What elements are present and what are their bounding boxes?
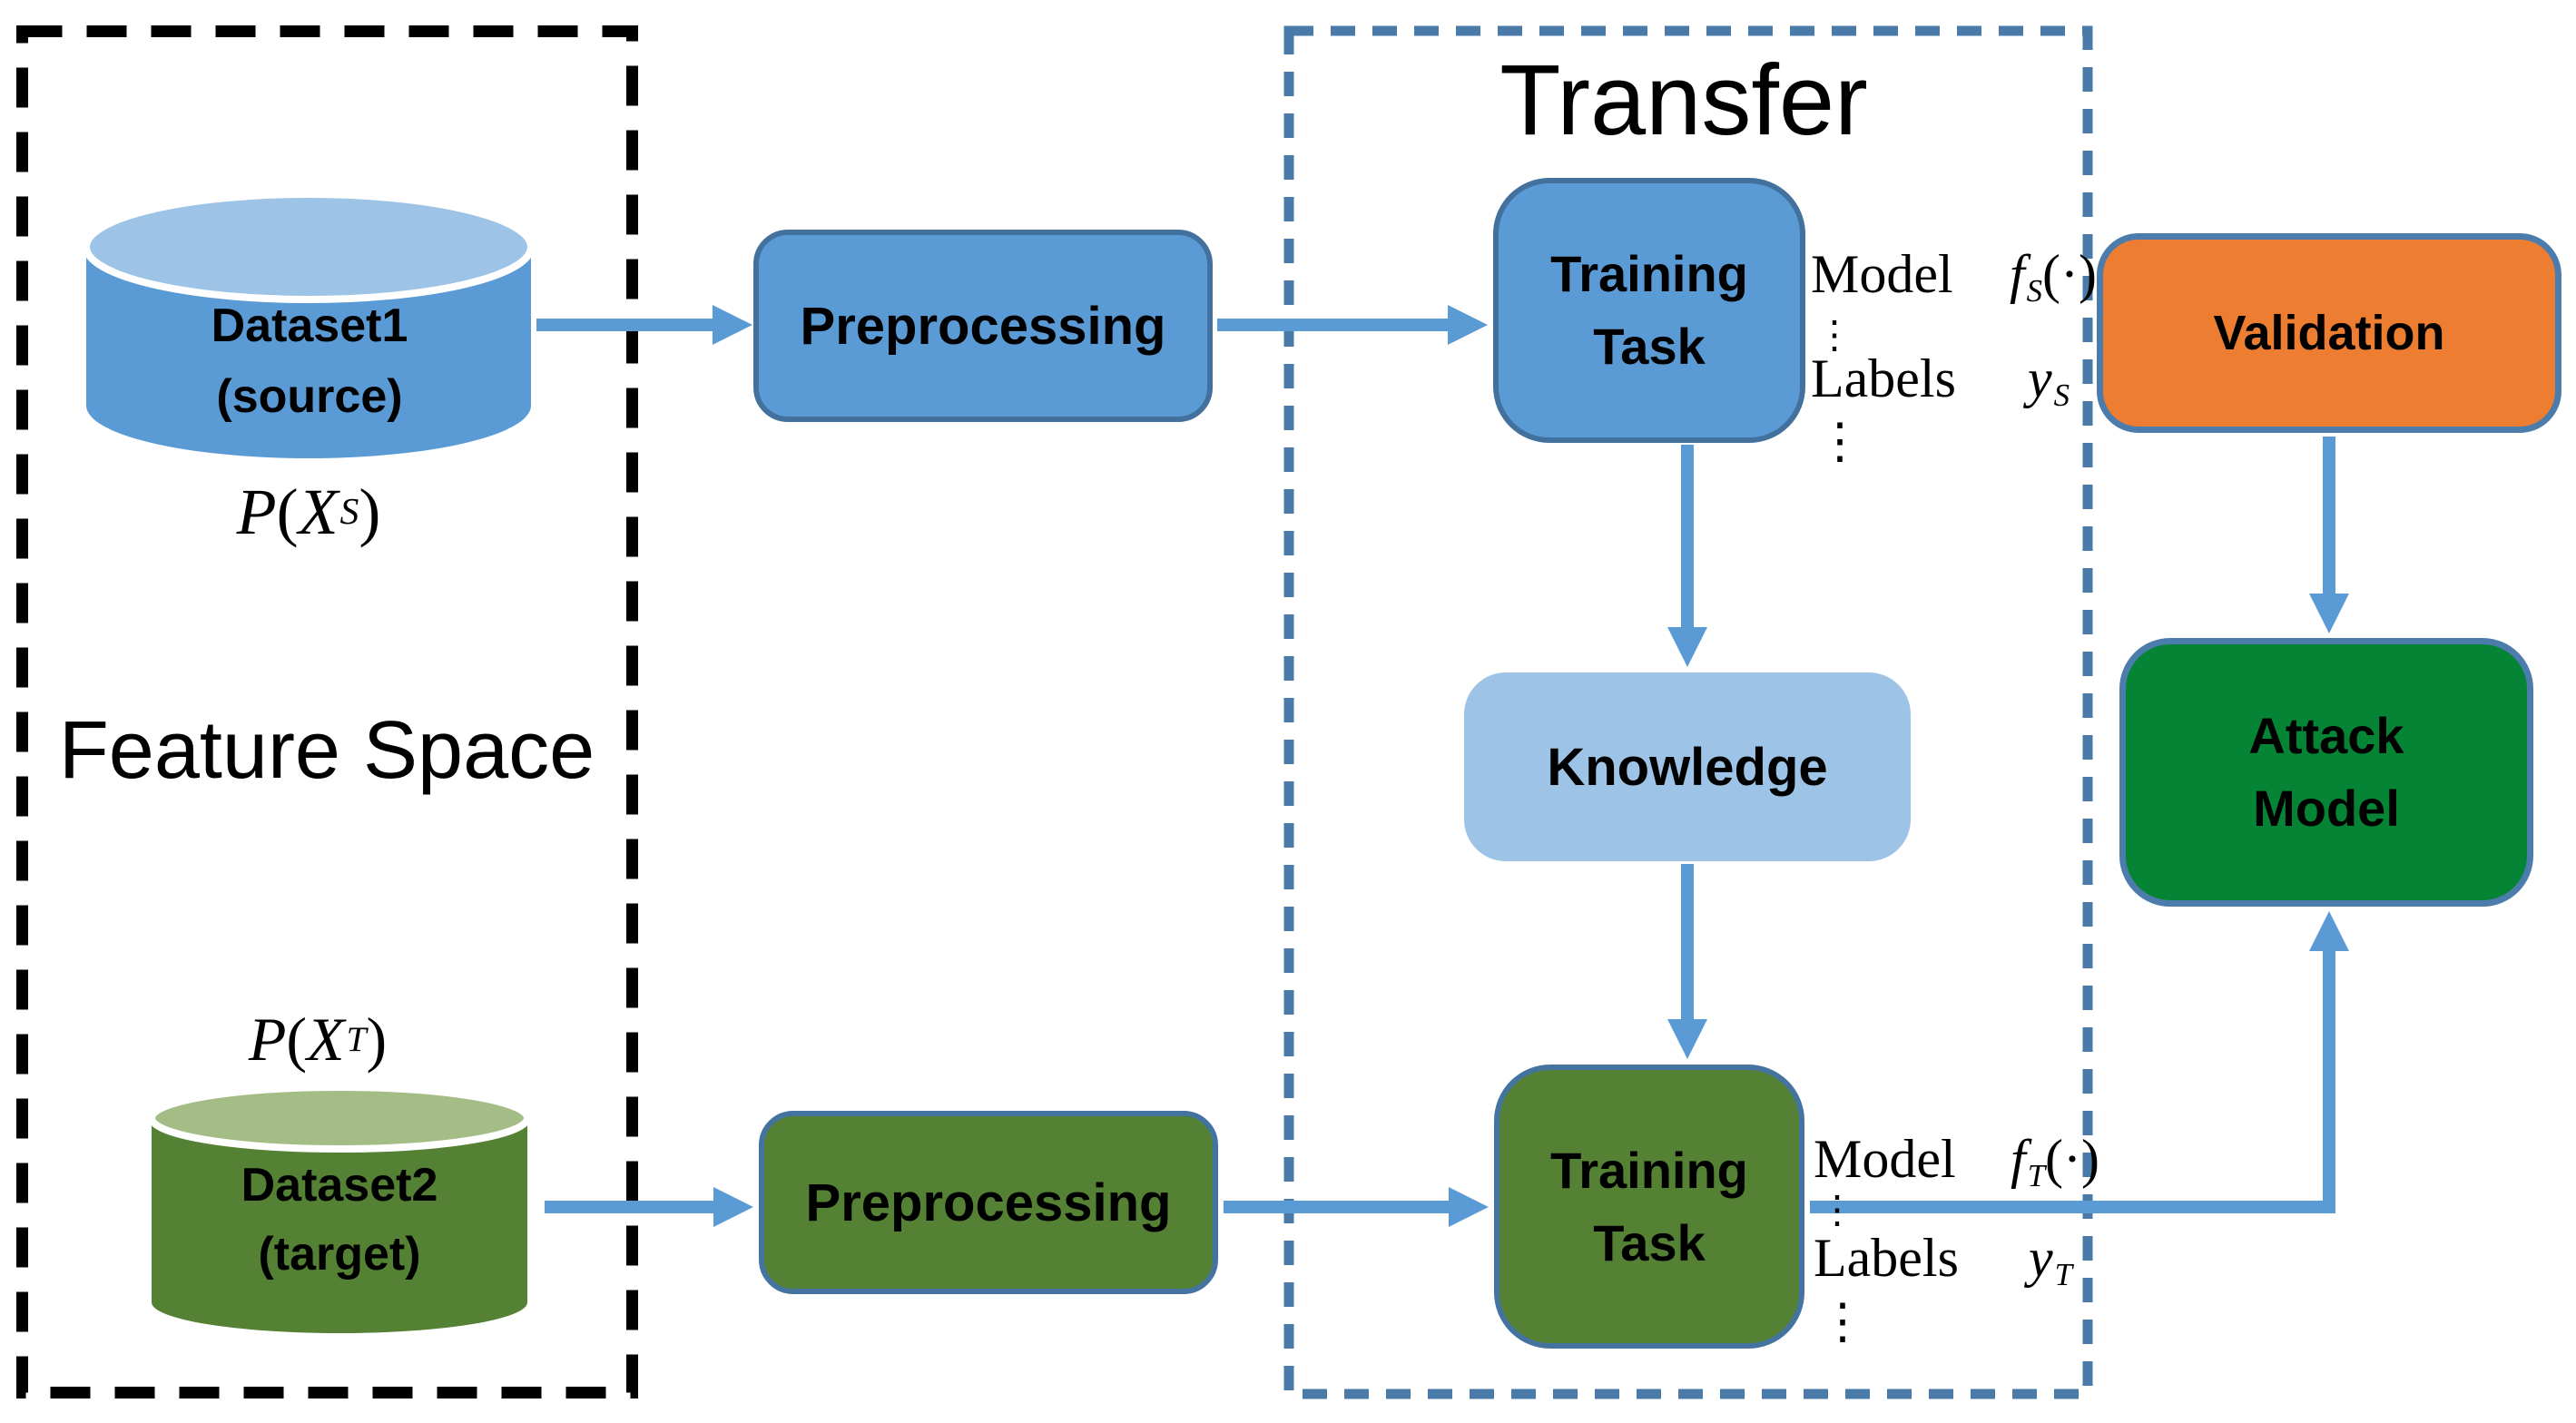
training-task-target-box: Training Task bbox=[1494, 1065, 1804, 1349]
source-labels-symbol: yS bbox=[2027, 348, 2070, 414]
source-model-annotation: Model fS(·) bbox=[1811, 244, 2097, 309]
feature-space-title: Feature Space bbox=[58, 704, 595, 796]
source-vdots-2: ⋮ bbox=[1815, 414, 1864, 468]
dataset1-label: Dataset1 (source) bbox=[86, 272, 533, 449]
target-labels-symbol: yT bbox=[2029, 1228, 2072, 1293]
transfer-title: Transfer bbox=[1499, 44, 1868, 156]
dataset2-cylinder-top bbox=[148, 1084, 531, 1153]
target-vdots-1: ⋮ bbox=[1818, 1190, 1856, 1232]
attack-model-box: Attack Model bbox=[2119, 638, 2533, 907]
dataset2-cylinder-body bbox=[152, 1118, 527, 1333]
source-labels-annotation: Labels yS bbox=[1811, 348, 2070, 414]
knowledge-box: Knowledge bbox=[1464, 672, 1911, 861]
target-model-symbol: fT(·) bbox=[2011, 1129, 2099, 1194]
target-labels-annotation: Labels yT bbox=[1814, 1228, 2072, 1293]
target-vdots-2: ⋮ bbox=[1818, 1294, 1867, 1349]
feature-space-frame bbox=[16, 25, 638, 1398]
dataset1-cylinder-top bbox=[83, 191, 535, 303]
arrow-training-target-to-attack-model bbox=[1810, 911, 2349, 1213]
dataset2-label: Dataset2 (target) bbox=[152, 1145, 527, 1295]
training-task-source-box: Training Task bbox=[1493, 178, 1805, 443]
target-model-annotation: Model fT(·) bbox=[1814, 1129, 2099, 1194]
preprocessing-source-box: Preprocessing bbox=[753, 230, 1213, 422]
validation-box: Validation bbox=[2097, 233, 2561, 433]
source-model-symbol: fS(·) bbox=[2009, 244, 2097, 309]
preprocessing-target-box: Preprocessing bbox=[759, 1111, 1218, 1294]
source-vdots-1: ⋮ bbox=[1815, 315, 1853, 357]
dataset1-cylinder-body bbox=[86, 247, 531, 458]
dataset1-name: Dataset1 bbox=[211, 299, 408, 352]
transfer-frame bbox=[1283, 25, 2093, 1399]
dataset1-role: (source) bbox=[216, 369, 403, 423]
dataset2-role: (target) bbox=[258, 1227, 421, 1281]
dataset2-name: Dataset2 bbox=[241, 1159, 438, 1212]
